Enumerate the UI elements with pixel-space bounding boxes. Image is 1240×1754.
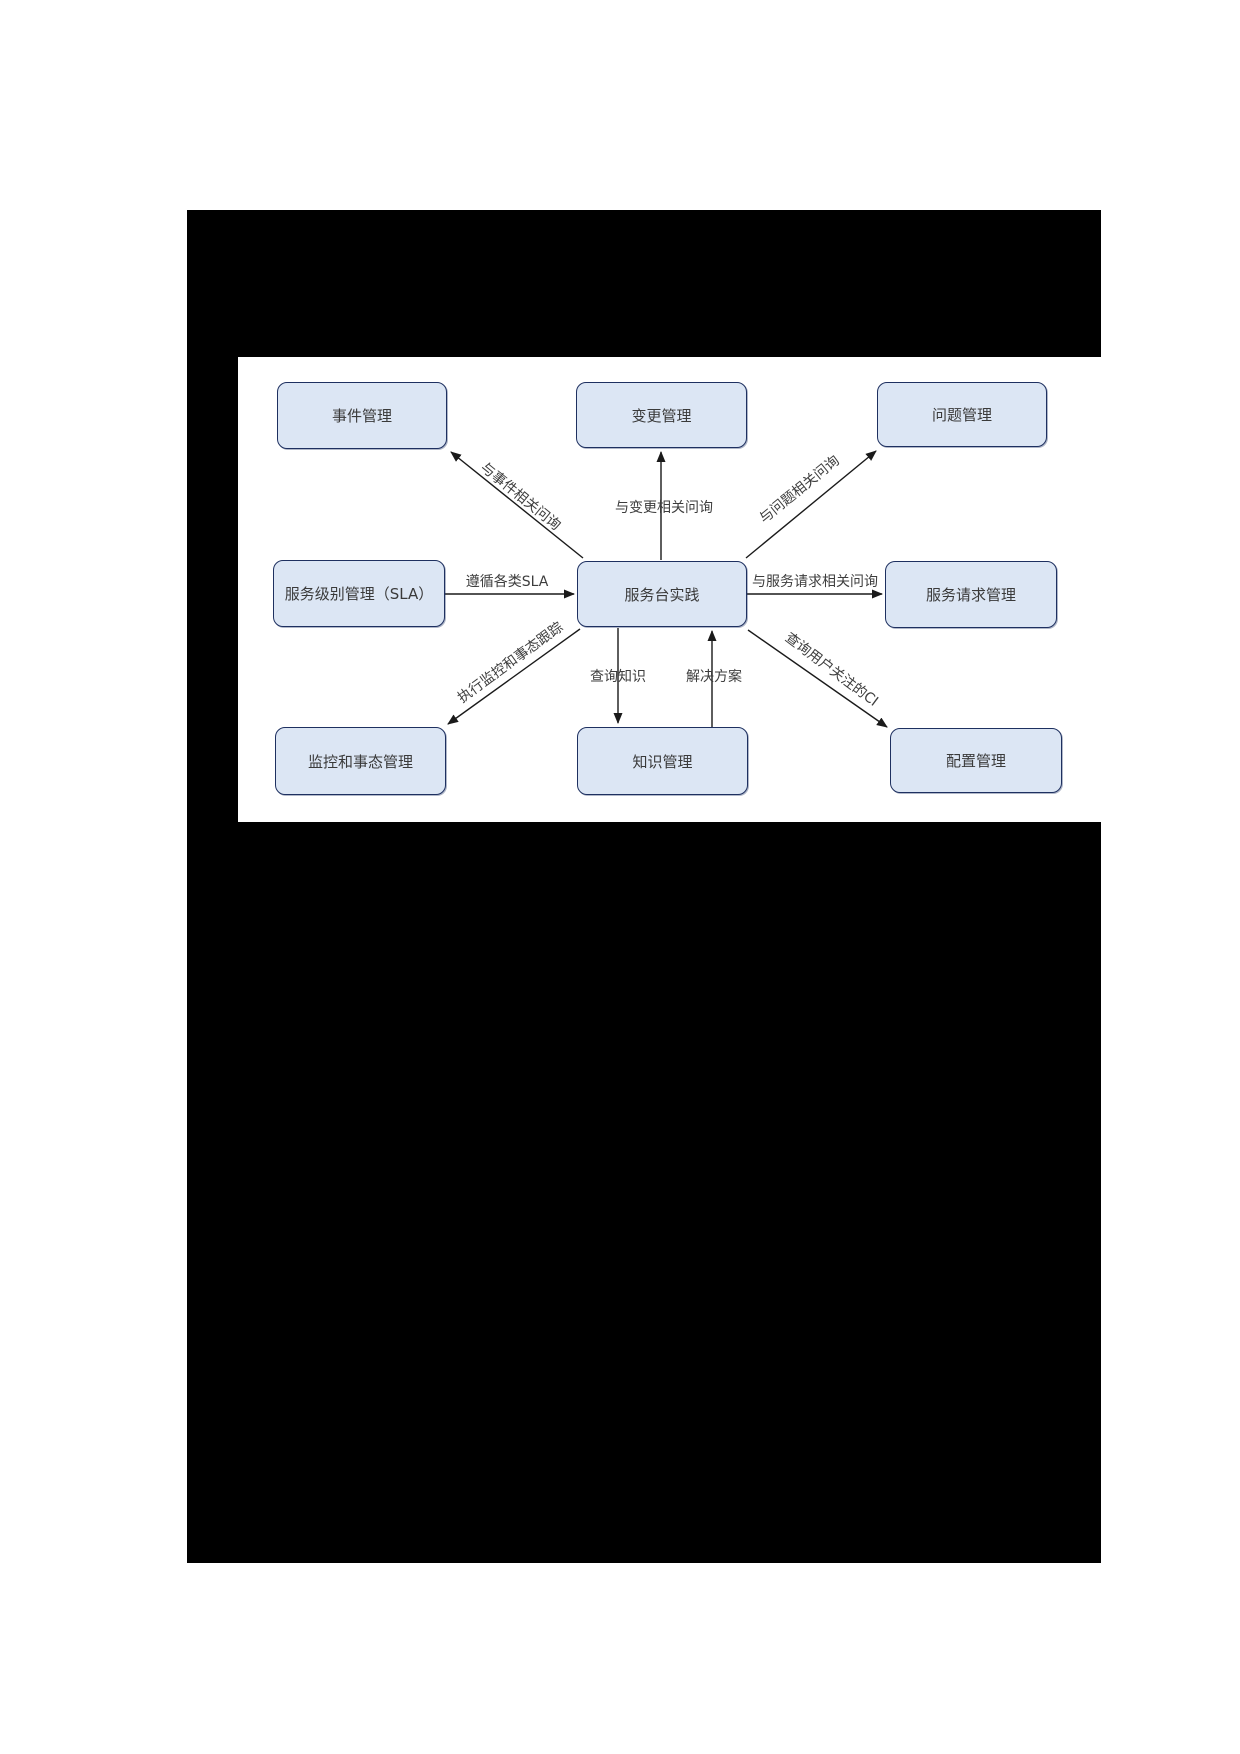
node-service-level-management: 服务级别管理（SLA） bbox=[273, 560, 445, 627]
edge-label-service-request-inquiry: 与服务请求相关问询 bbox=[752, 574, 878, 590]
node-service-desk-practice: 服务台实践 bbox=[577, 561, 747, 627]
node-knowledge-management: 知识管理 bbox=[577, 727, 748, 795]
node-incident-management: 事件管理 bbox=[277, 382, 447, 449]
edge-label-change-inquiry: 与变更相关问询 bbox=[615, 500, 713, 516]
edge-label-query-knowledge: 查询知识 bbox=[590, 669, 646, 685]
node-service-request-management: 服务请求管理 bbox=[885, 561, 1057, 628]
node-monitoring-event-management: 监控和事态管理 bbox=[275, 727, 446, 795]
edge-label-follow-sla: 遵循各类SLA bbox=[465, 574, 549, 590]
edge-label-solution: 解决方案 bbox=[686, 669, 742, 685]
node-change-management: 变更管理 bbox=[576, 382, 747, 448]
node-configuration-management: 配置管理 bbox=[890, 728, 1062, 793]
node-problem-management: 问题管理 bbox=[877, 382, 1047, 447]
